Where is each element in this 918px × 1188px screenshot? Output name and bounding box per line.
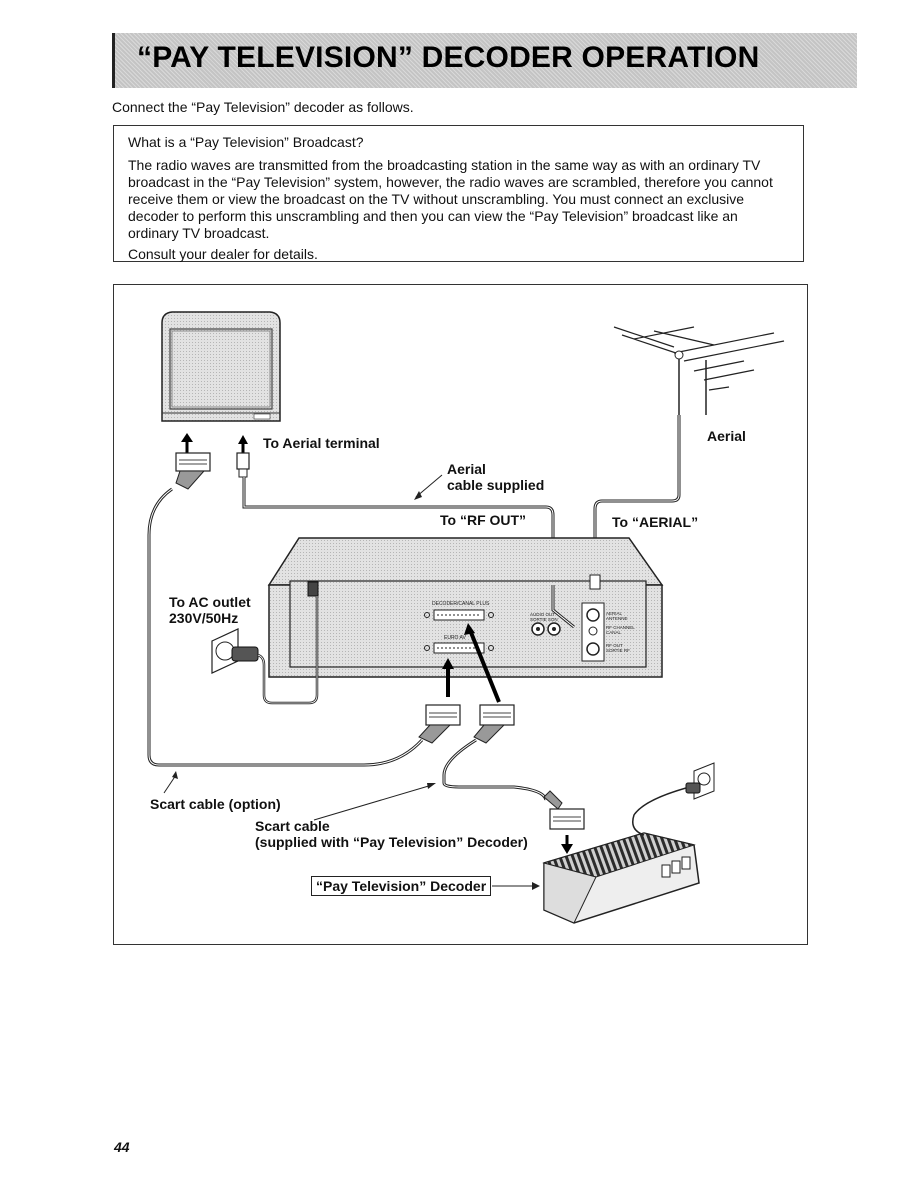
label-scart-supplied-1: Scart cable — [255, 818, 330, 834]
intro-text: Connect the “Pay Television” decoder as … — [112, 99, 414, 115]
label-to-aerial-terminal: To Aerial terminal — [263, 435, 380, 451]
info-question: What is a “Pay Television” Broadcast? — [128, 134, 364, 150]
panel-label-decoder: DECODER/CANAL PLUS — [432, 601, 490, 607]
page-number: 44 — [114, 1139, 130, 1155]
ac-outlet — [211, 628, 259, 674]
label-aerial-cable-1: Aerial — [447, 461, 486, 477]
page-title: “PAY TELEVISION” DECODER OPERATION — [137, 41, 760, 74]
vcr — [267, 537, 664, 678]
info-body: The radio waves are transmitted from the… — [128, 157, 773, 241]
panel-label-rf-channel: RF CHANNEL — [606, 625, 635, 630]
label-scart-option: Scart cable (option) — [150, 796, 281, 812]
label-aerial-cable-2: cable supplied — [447, 477, 545, 493]
connection-diagram: DECODER/CANAL PLUS EURO AV AUDIO OUT SOR… — [113, 284, 808, 945]
label-ac-outlet-1: To AC outlet — [169, 594, 251, 610]
panel-label-sortie-rf: SORTIE RF — [606, 648, 630, 653]
panel-label-antenne: ANTENNE — [606, 616, 628, 621]
label-to-rf-out: To “RF OUT” — [440, 512, 527, 528]
decoder-scart-plug — [543, 790, 585, 830]
panel-label-rf-out: RF OUT — [606, 643, 623, 648]
label-pay-tv-decoder: “Pay Television” Decoder — [311, 876, 492, 896]
diagram-drawing: DECODER/CANAL PLUS EURO AV AUDIO OUT SOR… — [147, 311, 785, 924]
scart-plug-decoder — [473, 704, 515, 744]
panel-label-sortie-son: SORTIE SON — [530, 617, 558, 622]
info-box: What is a “Pay Television” Broadcast? Th… — [113, 125, 804, 262]
label-aerial: Aerial — [707, 428, 746, 444]
tv-scart-plug — [175, 452, 211, 490]
label-scart-supplied-2: (supplied with “Pay Television” Decoder) — [255, 834, 528, 850]
label-ac-outlet-2: 230V/50Hz — [169, 610, 239, 626]
tv-set — [161, 311, 281, 422]
panel-label-euro: EURO AV — [444, 635, 467, 641]
decoder-ac-outlet — [685, 762, 715, 800]
panel-label-audio-out: AUDIO OUT — [530, 612, 555, 617]
panel-label-aerial: AERIAL — [606, 611, 623, 616]
title-banner: “PAY TELEVISION” DECODER OPERATION — [112, 33, 857, 88]
scart-plug-option — [418, 704, 461, 744]
antenna — [613, 326, 785, 415]
tv-aerial-plug — [236, 452, 250, 478]
info-consult: Consult your dealer for details. — [128, 246, 318, 262]
label-to-aerial-input: To “AERIAL” — [612, 514, 699, 530]
pay-tv-decoder-box — [542, 832, 700, 924]
panel-label-canal: CANAL — [606, 630, 622, 635]
